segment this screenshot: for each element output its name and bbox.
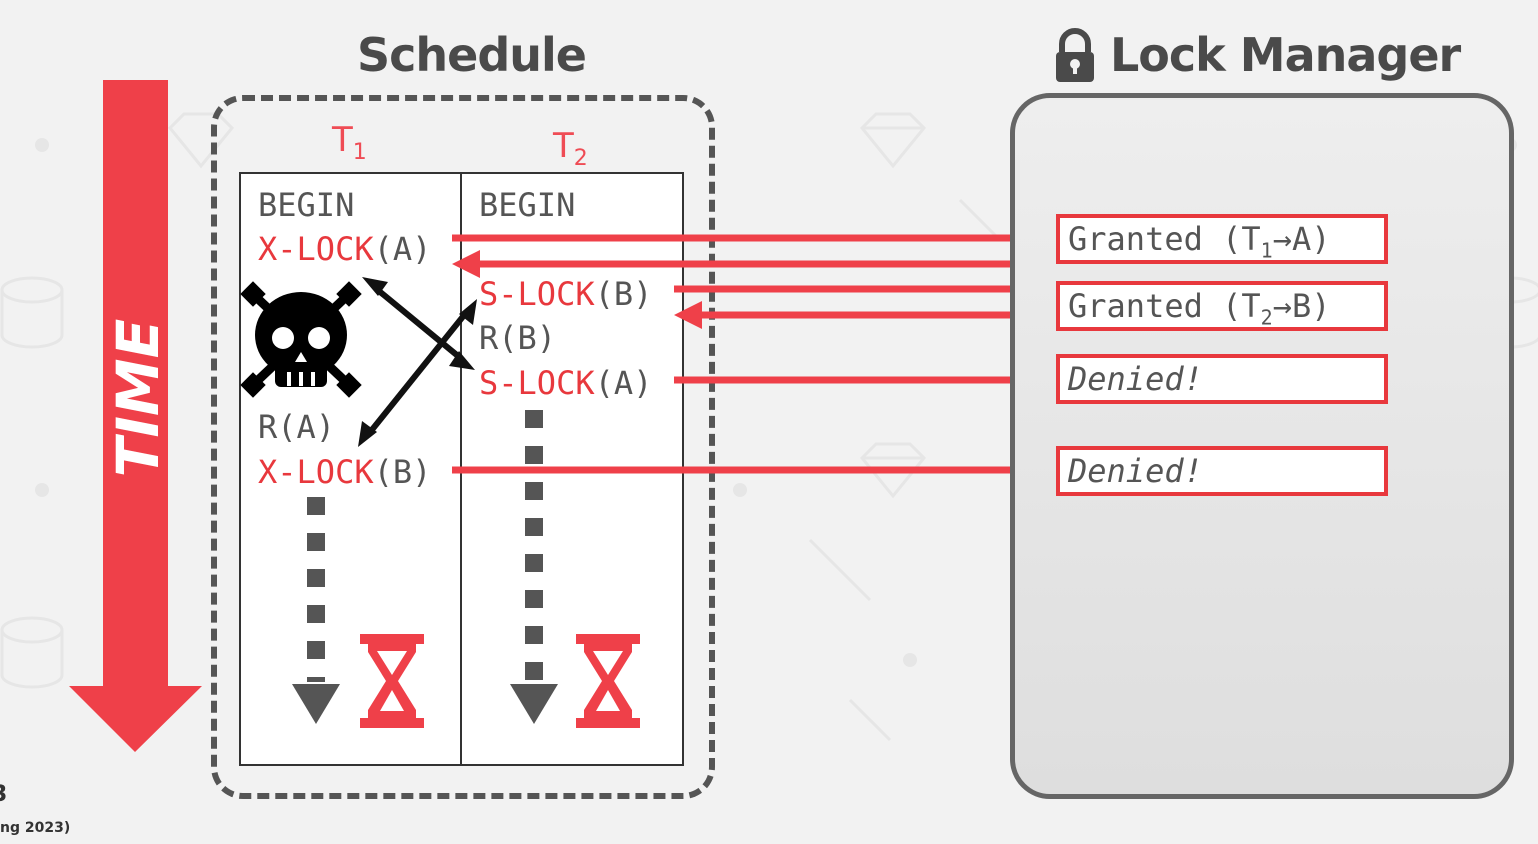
t2-read-b: R(B) bbox=[479, 319, 557, 357]
t1-read-a: R(A) bbox=[258, 408, 336, 446]
response-denied-t2: Denied! bbox=[1056, 354, 1388, 404]
database-icon bbox=[0, 616, 64, 689]
skull-crossbones-icon bbox=[240, 281, 362, 398]
response-denied-t1: Denied! bbox=[1056, 446, 1388, 496]
request-arrow-t2-slock-a bbox=[674, 366, 1044, 394]
gem-icon bbox=[859, 442, 927, 499]
time-arrow-icon bbox=[69, 80, 202, 752]
deadlock-arrow-a bbox=[362, 277, 475, 370]
wait-arrow-t2 bbox=[510, 410, 558, 724]
wait-arrow-t1 bbox=[292, 497, 340, 724]
request-arrow-t2-slock-b bbox=[674, 275, 1044, 303]
response-granted-t2: Granted (T2→B) bbox=[1056, 281, 1388, 331]
schedule-frame bbox=[211, 95, 715, 799]
response-arrow-t2-granted bbox=[674, 301, 1044, 329]
t2-slock-a: S-LOCK(A) bbox=[479, 364, 653, 402]
footer-slide-number: 3 bbox=[0, 782, 7, 807]
t1-xlock-b: X-LOCK(B) bbox=[258, 453, 432, 491]
schedule-title: Schedule bbox=[357, 28, 587, 82]
t1-xlock-a: X-LOCK(A) bbox=[258, 230, 432, 268]
t2-column-label: T2 bbox=[553, 126, 588, 171]
gem-icon bbox=[859, 112, 927, 169]
response-arrow-t1-granted bbox=[452, 250, 1044, 278]
request-arrow-t1-xlock-a bbox=[452, 224, 1044, 252]
footer-course: ng 2023) bbox=[0, 820, 71, 836]
t1-begin: BEGIN bbox=[258, 186, 355, 224]
lock-manager-title: Lock Manager bbox=[1110, 28, 1461, 82]
t1-column-label: T1 bbox=[332, 120, 367, 165]
database-icon bbox=[0, 276, 64, 349]
hourglass-icon bbox=[576, 634, 640, 728]
response-granted-t1: Granted (T1→A) bbox=[1056, 214, 1388, 264]
lock-icon bbox=[1056, 28, 1094, 82]
hourglass-icon bbox=[360, 634, 424, 728]
t2-begin: BEGIN bbox=[479, 186, 576, 224]
deadlock-arrow-b bbox=[358, 299, 477, 447]
t2-slock-b: S-LOCK(B) bbox=[479, 275, 653, 313]
